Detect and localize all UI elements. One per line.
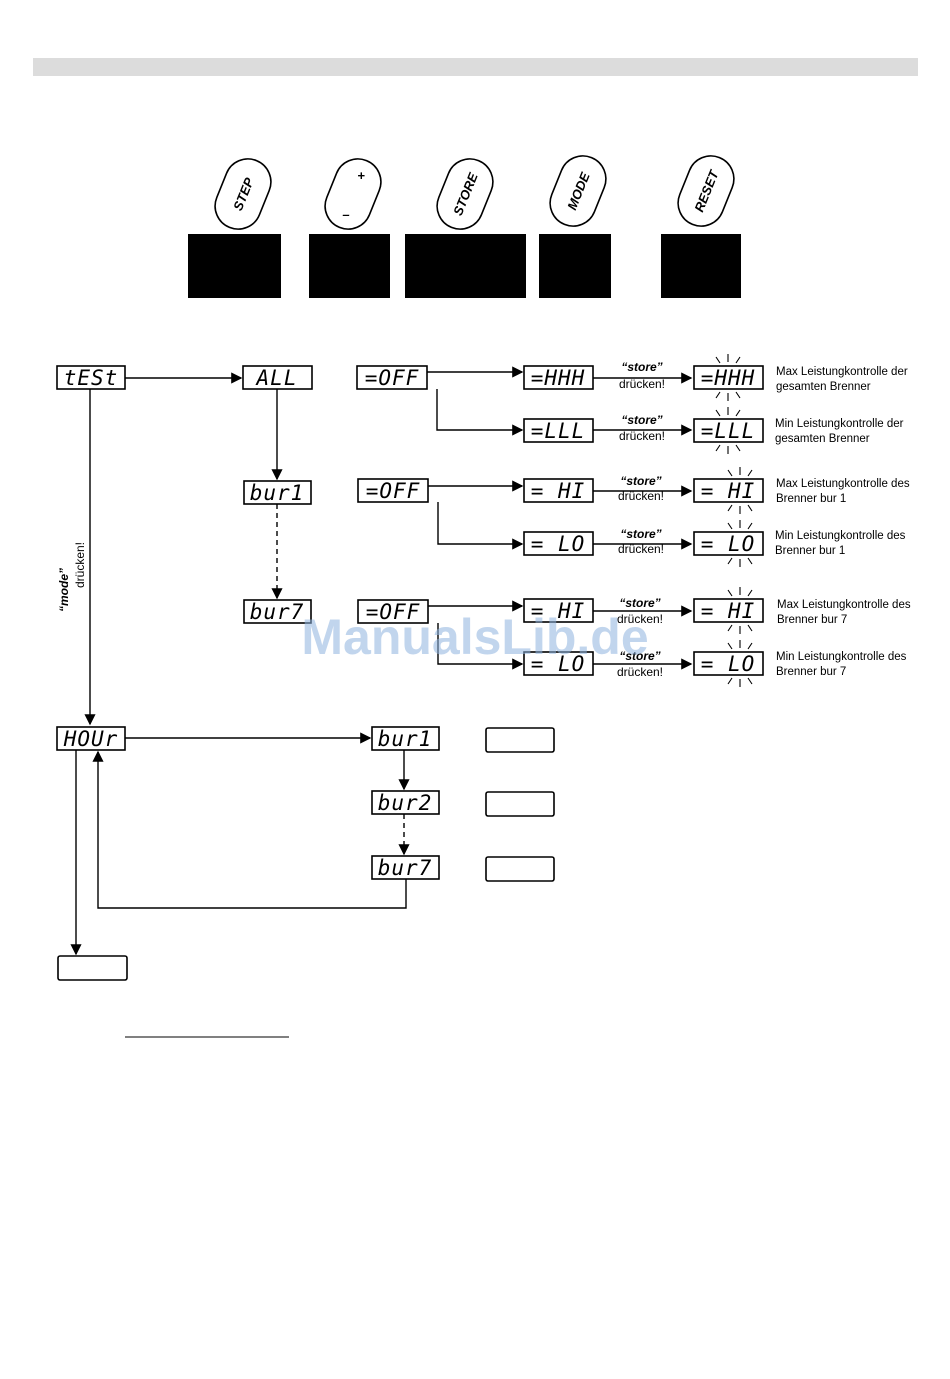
step-key-block <box>188 234 281 298</box>
druecken-label-6: drücken! <box>617 665 663 679</box>
note-min-b7-1: Min Leistungkontrolle des <box>776 651 907 663</box>
blink-rays-icon <box>727 640 753 687</box>
svg-text:HOUr: HOUr <box>63 727 119 751</box>
svg-text:drücken!: drücken! <box>73 542 87 588</box>
lcd-lo-bur1: = LO <box>523 531 594 556</box>
svg-text:= LO: = LO <box>531 652 586 676</box>
druecken-label-3: drücken! <box>618 489 664 503</box>
svg-text:=OFF: =OFF <box>366 479 421 503</box>
lcd-lll-blink: =LLL <box>693 407 764 454</box>
svg-text:“mode”: “mode” <box>57 568 71 612</box>
step-button[interactable]: STEP <box>208 152 278 236</box>
lcd-hi-bur1-blink: = HI <box>693 467 764 514</box>
store-label-4: “store” <box>620 527 661 541</box>
note-max-all-1: Max Leistungkontrolle der <box>776 366 908 378</box>
svg-text:= HI: = HI <box>701 599 756 623</box>
note-min-b1-1: Min Leistungkontrolle des <box>775 530 906 542</box>
lcd-off-all: =OFF <box>356 365 428 390</box>
store-label-5: “store” <box>619 596 660 610</box>
note-max-b1-2: Brenner bur 1 <box>776 493 846 505</box>
mode-press-label: “mode” drücken! <box>57 542 87 612</box>
svg-text:tESt: tESt <box>64 366 119 390</box>
store-label-1: “store” <box>621 360 662 374</box>
lcd-test: tESt <box>56 365 126 390</box>
note-min-all-2: gesamten Brenner <box>775 433 870 445</box>
plus-minus-button[interactable]: + – <box>318 152 388 236</box>
store-label-3: “store” <box>620 474 661 488</box>
plus-minus-key-block <box>309 234 390 298</box>
svg-text:=OFF: =OFF <box>366 600 421 624</box>
note-max-b1-1: Max Leistungkontrolle des <box>776 478 910 490</box>
svg-text:ALL: ALL <box>255 366 298 390</box>
svg-text:bur7: bur7 <box>250 600 305 624</box>
reset-button[interactable]: RESET <box>671 149 741 233</box>
svg-text:= HI: = HI <box>701 479 756 503</box>
hours-display-bur7 <box>485 856 555 882</box>
lcd-off-bur1: =OFF <box>357 478 429 503</box>
reset-key-block <box>661 234 741 298</box>
mode-key-block <box>539 234 611 298</box>
lcd-bur2-hour: bur2 <box>371 790 440 815</box>
svg-text:= HI: = HI <box>531 479 586 503</box>
note-max-b7-2: Brenner bur 7 <box>777 614 847 626</box>
svg-text:bur1: bur1 <box>250 481 305 505</box>
lcd-lo-bur7-blink: = LO <box>693 640 764 687</box>
lcd-bur1-hour: bur1 <box>371 726 440 751</box>
mode-button[interactable]: MODE <box>543 149 613 233</box>
lcd-hhh: =HHH <box>523 365 594 390</box>
blink-rays-icon <box>715 354 741 401</box>
blink-rays-icon <box>727 587 753 634</box>
store-button[interactable]: STORE <box>430 152 500 236</box>
svg-text:=HHH: =HHH <box>531 366 586 390</box>
store-key-block <box>405 234 526 298</box>
lcd-bur7-test: bur7 <box>243 599 312 624</box>
svg-text:= LO: = LO <box>701 532 756 556</box>
druecken-label-4: drücken! <box>618 542 664 556</box>
store-label-6: “store” <box>619 649 660 663</box>
lcd-hi-bur7: = HI <box>523 598 594 623</box>
svg-text:=LLL: =LLL <box>701 419 756 443</box>
lcd-all: ALL <box>242 365 313 390</box>
lcd-off-bur7: =OFF <box>357 599 429 624</box>
plus-icon: + <box>357 168 365 183</box>
svg-text:bur2: bur2 <box>378 791 433 815</box>
blink-rays-icon <box>715 407 741 454</box>
lcd-hi-bur1: = HI <box>523 478 594 503</box>
lcd-hi-bur7-blink: = HI <box>693 587 764 634</box>
druecken-label-5: drücken! <box>617 612 663 626</box>
svg-text:bur1: bur1 <box>378 727 433 751</box>
note-min-all-1: Min Leistungkontrolle der <box>775 418 904 430</box>
header-bar <box>33 58 918 76</box>
svg-text:= LO: = LO <box>701 652 756 676</box>
svg-text:= HI: = HI <box>531 599 586 623</box>
store-label-2: “store” <box>621 413 662 427</box>
next-mode-display <box>57 955 128 981</box>
watermark: ManualsLib.de <box>301 609 648 665</box>
svg-text:=HHH: =HHH <box>701 366 756 390</box>
lcd-hhh-blink: =HHH <box>693 354 764 401</box>
svg-text:=LLL: =LLL <box>531 419 586 443</box>
lcd-bur7-hour: bur7 <box>371 855 440 880</box>
svg-text:= LO: = LO <box>531 532 586 556</box>
hours-display-bur2 <box>485 791 555 817</box>
svg-text:=OFF: =OFF <box>365 366 420 390</box>
note-min-b1-2: Brenner bur 1 <box>775 545 845 557</box>
note-max-all-2: gesamten Brenner <box>776 381 871 393</box>
svg-text:bur7: bur7 <box>378 856 433 880</box>
minus-icon: – <box>342 207 349 222</box>
lcd-lo-bur1-blink: = LO <box>693 520 764 567</box>
hours-display-bur1 <box>485 727 555 753</box>
druecken-label-1: drücken! <box>619 377 665 391</box>
lcd-bur1-test: bur1 <box>243 480 312 505</box>
blink-rays-icon <box>727 467 753 514</box>
blink-rays-icon <box>727 520 753 567</box>
note-max-b7-1: Max Leistungkontrolle des <box>777 599 911 611</box>
lcd-lll: =LLL <box>523 418 594 443</box>
note-min-b7-2: Brenner bur 7 <box>776 666 846 678</box>
druecken-label-2: drücken! <box>619 429 665 443</box>
lcd-hour: HOUr <box>56 726 126 751</box>
